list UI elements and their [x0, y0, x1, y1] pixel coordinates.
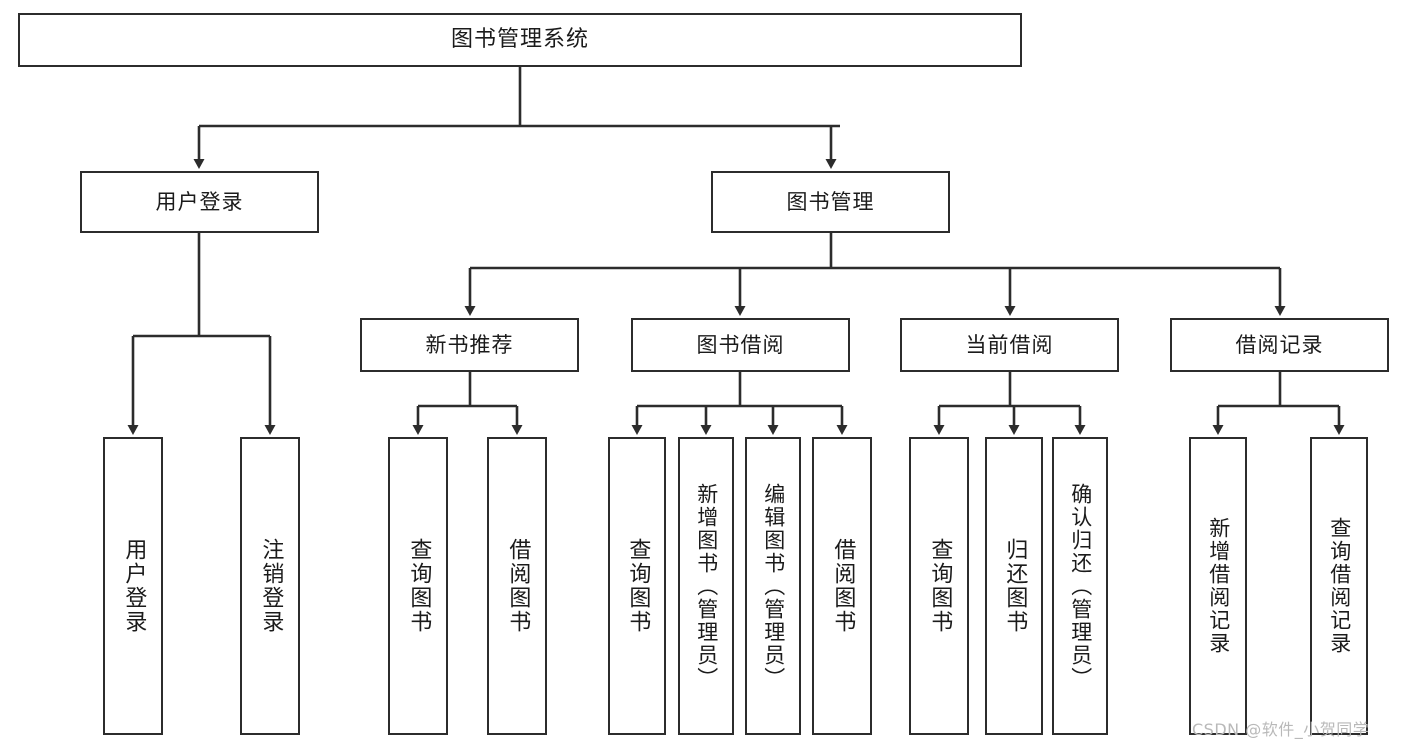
leaf-borrow-book-newbook[interactable]: 借阅图书: [487, 437, 547, 735]
node-book-borrow-label: 图书借阅: [696, 332, 785, 357]
leaf-query-book-current[interactable]: 查询图书: [909, 437, 969, 735]
leaf-query-book-newbook-label: 查询图书: [406, 538, 432, 634]
leaf-user-login[interactable]: 用户登录: [103, 437, 163, 735]
watermark-csdn: CSDN @软件_小贺同学: [1192, 720, 1370, 739]
node-root[interactable]: 图书管理系统: [18, 13, 1022, 67]
node-current-borrow[interactable]: 当前借阅: [900, 318, 1119, 372]
leaf-return-book[interactable]: 归还图书: [985, 437, 1043, 735]
leaf-edit-book-admin-label: 编辑图书（管理员）: [761, 482, 786, 690]
leaf-borrow-book-newbook-label: 借阅图书: [505, 538, 531, 634]
leaf-user-login-label: 用户登录: [121, 538, 147, 634]
node-user-login[interactable]: 用户登录: [80, 171, 319, 233]
leaf-query-book-borrow[interactable]: 查询图书: [608, 437, 666, 735]
leaf-confirm-return-admin[interactable]: 确认归还（管理员）: [1052, 437, 1108, 735]
node-root-label: 图书管理系统: [450, 27, 589, 53]
leaf-query-book-borrow-label: 查询图书: [625, 538, 651, 634]
leaf-borrow-book-borrow-label: 借阅图书: [830, 538, 856, 634]
node-borrow-records[interactable]: 借阅记录: [1170, 318, 1389, 372]
leaf-borrow-book-borrow[interactable]: 借阅图书: [812, 437, 872, 735]
leaf-edit-book-admin[interactable]: 编辑图书（管理员）: [745, 437, 801, 735]
node-new-book-recommend[interactable]: 新书推荐: [360, 318, 579, 372]
node-new-book-recommend-label: 新书推荐: [425, 332, 514, 357]
node-book-management-label: 图书管理: [786, 189, 875, 214]
leaf-query-borrow-record[interactable]: 查询借阅记录: [1310, 437, 1368, 735]
leaf-return-book-label: 归还图书: [1002, 538, 1028, 634]
node-book-borrow[interactable]: 图书借阅: [631, 318, 850, 372]
leaf-query-borrow-record-label: 查询借阅记录: [1327, 517, 1352, 655]
leaf-add-borrow-record-label: 新增借阅记录: [1206, 517, 1231, 655]
leaf-logout[interactable]: 注销登录: [240, 437, 300, 735]
leaf-logout-label: 注销登录: [258, 538, 284, 634]
leaf-confirm-return-admin-label: 确认归还（管理员）: [1068, 482, 1093, 690]
node-book-management[interactable]: 图书管理: [711, 171, 950, 233]
node-user-login-label: 用户登录: [155, 189, 244, 214]
leaf-add-book-admin-label: 新增图书（管理员）: [694, 482, 719, 690]
node-current-borrow-label: 当前借阅: [965, 332, 1054, 357]
leaf-query-book-newbook[interactable]: 查询图书: [388, 437, 448, 735]
leaf-query-book-current-label: 查询图书: [927, 538, 953, 634]
node-borrow-records-label: 借阅记录: [1235, 332, 1324, 357]
leaf-add-book-admin[interactable]: 新增图书（管理员）: [678, 437, 734, 735]
leaf-add-borrow-record[interactable]: 新增借阅记录: [1189, 437, 1247, 735]
